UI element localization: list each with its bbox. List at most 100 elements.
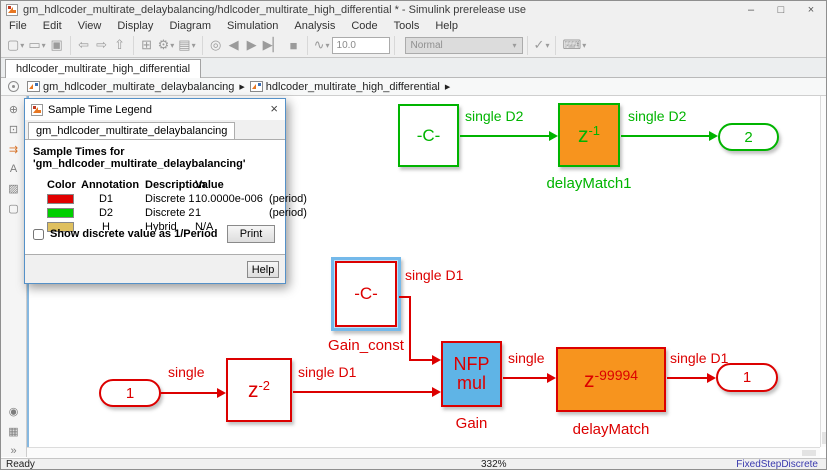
library-browser-button[interactable]: ⊞ [138,35,156,55]
outport-2[interactable]: 2 [718,123,779,151]
horizontal-scrollbar[interactable] [27,447,820,458]
wire-green-2[interactable] [621,135,709,137]
open-button[interactable]: ▭▾ [26,35,47,55]
block-gain-const[interactable]: -C- [335,261,397,327]
model-config-icon: ▤ [178,37,191,52]
block-name-gain[interactable]: Gain [455,415,488,432]
status-solver[interactable]: FixedStepDiscrete [736,459,818,470]
new-model-button[interactable]: ▢▾ [5,35,26,55]
vertical-scrollbar[interactable] [820,96,826,447]
menu-analysis[interactable]: Analysis [294,20,336,32]
arrowhead-icon [432,387,441,397]
screenshot-icon[interactable]: ◉ [8,406,19,418]
inport-1[interactable]: 1 [99,379,161,407]
zoom-region-icon[interactable]: ⊕ [8,104,19,116]
back-button[interactable]: ⇦ [75,35,93,55]
wire-green-1[interactable] [460,135,549,137]
image-icon[interactable]: ▨ [8,183,19,195]
chevron-down-icon: ▾ [41,40,46,50]
breadcrumb-current[interactable]: hdlcoder_multirate_high_differential [265,80,440,93]
signal-route-icon[interactable]: ⇉ [8,144,19,156]
port-number: 2 [744,128,753,146]
menu-code[interactable]: Code [351,20,378,32]
wire-red-2[interactable] [293,391,433,393]
breadcrumb-separator-icon[interactable]: ▶ [239,83,245,91]
sample-time-legend-dialog: Sample Time Legend × gm_hdlcoder_multira… [24,98,307,284]
up-to-parent-button[interactable]: ⇧ [111,35,129,55]
simulation-mode-select[interactable]: Normal ▾ [404,36,523,54]
breadcrumb-separator-icon[interactable]: ▶ [444,83,451,91]
scrollbar-grip[interactable] [822,432,826,444]
block-delaymatch[interactable]: z-99994 [556,347,666,412]
close-button[interactable]: × [807,4,815,16]
simulink-icon [6,4,18,16]
run-button[interactable]: ▶ [243,35,261,55]
scrollbar-grip[interactable] [802,450,816,456]
menu-display[interactable]: Display [117,20,154,32]
menu-edit[interactable]: Edit [42,20,62,32]
more-chevron-icon[interactable]: » [10,445,17,457]
maximize-button[interactable]: □ [777,4,785,16]
block-name-delaymatch1[interactable]: delayMatch1 [546,175,632,192]
block-unit-delay-z2[interactable]: z-2 [226,358,292,422]
outport-1[interactable]: 1 [716,363,778,392]
tab-hdlcoder-multirate-high-differential[interactable]: hdlcoder_multirate_high_differential [5,59,202,78]
wire-gainconst-b[interactable] [409,296,411,360]
menu-view[interactable]: View [77,20,102,32]
menu-file[interactable]: File [9,20,27,32]
status-bar: Ready 332% FixedStepDiscrete [1,458,826,470]
print-button[interactable]: Print [227,225,275,243]
verify-button[interactable]: ✓▾ [532,35,552,55]
menu-simulation[interactable]: Simulation [227,20,279,32]
toolbar: ▢▾ ▭▾ ▣ ⇦ ⇨ ⇧ ⊞ ⚙▾ ▤▾ ◎ ◀ ▶ ▶▏ ■ ∿▾ Norm… [1,33,826,58]
step-forward-button[interactable]: ▶▏ [261,35,285,55]
menu-help[interactable]: Help [435,20,458,32]
wire-gainconst-a[interactable] [399,296,410,298]
wire-red-4[interactable] [667,377,708,379]
save-button[interactable]: ▣ [48,35,66,55]
arrowhead-icon [547,373,556,383]
block-constant-green[interactable]: -C- [398,104,459,167]
show-discrete-checkbox[interactable] [33,228,44,240]
block-delaymatch1[interactable]: z-1 [558,103,620,167]
fit-view-icon[interactable]: ⊡ [8,124,19,136]
forward-icon: ⇨ [96,37,108,52]
connect-target-button[interactable]: ◎ [207,35,225,55]
subsystem-icon[interactable]: ▦ [8,426,19,438]
forward-button[interactable]: ⇨ [93,35,111,55]
checkbox-label[interactable]: Show discrete value as 1/Period [50,228,218,240]
wire-gainconst-c[interactable] [409,359,433,361]
model-settings-button[interactable]: ⚙▾ [156,35,177,55]
model-config-button[interactable]: ▤▾ [176,35,197,55]
stop-button[interactable]: ■ [285,35,303,55]
toolbar-separator [306,35,308,55]
legend-header-row: Color Annotation Description Value [47,178,285,192]
help-button[interactable]: Help [247,261,279,278]
menu-tools[interactable]: Tools [393,20,420,32]
annotation-icon[interactable]: A [9,163,18,175]
dialog-title-bar[interactable]: Sample Time Legend × [25,99,285,120]
signal-label: single D2 [628,108,687,124]
breadcrumb-root[interactable]: gm_hdlcoder_multirate_delaybalancing [43,80,235,93]
block-name-gain-const[interactable]: Gain_const [328,337,404,354]
step-back-button[interactable]: ◀ [225,35,243,55]
dialog-tab-model[interactable]: gm_hdlcoder_multirate_delaybalancing [28,122,236,140]
minimize-button[interactable]: – [747,4,755,16]
breadcrumb-nav-icon[interactable] [8,81,19,92]
simulation-data-button[interactable]: ∿▾ [312,35,332,55]
toolbar-separator [201,35,203,55]
block-name-delaymatch[interactable]: delayMatch [572,421,650,438]
keyboard-button[interactable]: ⌨▾ [560,35,588,55]
simulation-stop-time-input[interactable] [331,36,390,54]
area-box-icon[interactable]: ▢ [8,203,19,215]
menu-diagram[interactable]: Diagram [169,20,212,32]
block-gain-const-selected[interactable]: -C- [331,257,401,331]
status-ready: Ready [6,459,35,470]
wire-red-1[interactable] [161,392,218,394]
dialog-close-icon[interactable]: × [270,101,278,116]
wire-red-3[interactable] [503,377,548,379]
toolbar-separator [393,35,395,55]
col-description: Description [145,179,206,191]
chevron-down-icon: ▾ [170,40,175,50]
